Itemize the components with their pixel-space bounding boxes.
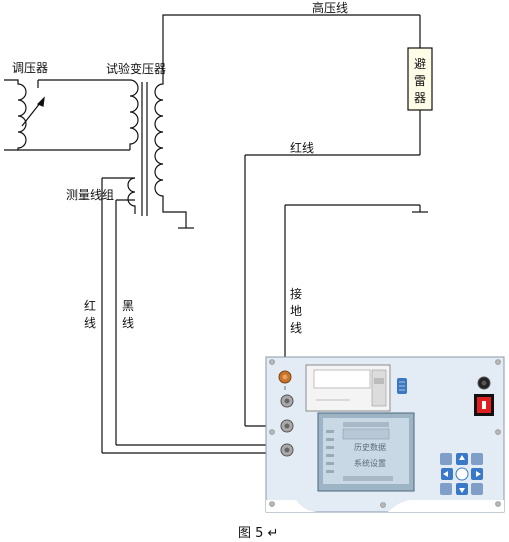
usb-port[interactable]: [397, 378, 407, 394]
high-voltage-line: [183, 14, 421, 48]
label-measuring-winding: 测量线组: [66, 188, 114, 202]
keypad: [440, 453, 483, 495]
menu-item-history[interactable]: 历史数据: [354, 442, 386, 452]
voltage-regulator: [4, 79, 130, 151]
key-ok[interactable]: [455, 467, 469, 481]
ground-terminal[interactable]: [278, 370, 292, 390]
key-top-left[interactable]: [440, 453, 452, 465]
label-arrester: 避雷器: [414, 57, 426, 105]
terminal-1[interactable]: [280, 394, 294, 408]
ground-line: [284, 204, 428, 372]
power-knob[interactable]: [477, 376, 491, 390]
key-top-right[interactable]: [471, 453, 483, 465]
tester-device: 历史数据 系统设置: [265, 356, 505, 513]
label-test-transformer: 试验变压器: [106, 61, 166, 76]
menu-item-settings[interactable]: 系统设置: [354, 458, 386, 468]
power-switch[interactable]: [474, 394, 494, 416]
label-high-voltage-line: 高压线: [312, 0, 348, 15]
label-ground-line-text: 接地线: [290, 286, 302, 335]
label-black-line: 黑线: [122, 299, 134, 330]
terminal-3[interactable]: [280, 443, 294, 457]
test-transformer: [102, 14, 194, 229]
screw-heads: [269, 359, 501, 508]
key-bottom-left[interactable]: [440, 483, 452, 495]
label-red-line-left-text: 红线: [84, 298, 96, 330]
printer: [305, 364, 391, 412]
label-red-line-top: 红线: [290, 140, 314, 155]
key-bottom-right[interactable]: [471, 483, 483, 495]
label-arrester-text: 避雷器: [414, 57, 426, 105]
lcd-screen: 历史数据 系统设置: [317, 412, 415, 492]
measuring-leads: [101, 178, 280, 454]
terminal-2[interactable]: [280, 419, 294, 433]
figure-caption: 图 5 ↵: [238, 526, 278, 541]
label-black-line-text: 黑线: [122, 299, 134, 330]
label-regulator: 调压器: [12, 61, 48, 75]
label-ground-line: 接地线: [290, 286, 302, 335]
label-red-line-left: 红线: [84, 298, 96, 330]
arrester: [407, 47, 433, 155]
